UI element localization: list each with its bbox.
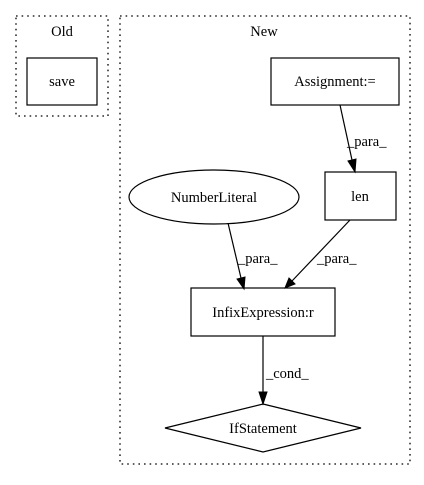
node-if-statement[interactable]: IfStatement	[164, 403, 362, 453]
node-number-literal-label: NumberLiteral	[171, 190, 257, 206]
edge-number-literal-to-infix-arrowhead	[236, 276, 246, 291]
edge-assignment-to-len-line	[339, 104, 353, 161]
node-number-literal[interactable]: NumberLiteral	[128, 169, 300, 225]
node-infix-expression-box	[190, 287, 336, 337]
node-if-statement-shape	[164, 403, 362, 453]
node-if-statement-label: IfStatement	[229, 421, 297, 437]
edge-len-to-infix-line	[291, 219, 351, 282]
node-save-box	[26, 57, 98, 106]
cluster-old: Old	[15, 15, 109, 117]
node-save[interactable]: save	[26, 57, 98, 106]
node-infix-expression[interactable]: InfixExpression:r	[190, 287, 336, 337]
edge-number-literal-to-infix-line	[227, 222, 242, 279]
edge-number-literal-to-infix: _para_	[227, 222, 278, 291]
node-assignment[interactable]: Assignment:=	[270, 57, 400, 106]
edge-assignment-to-len-label: _para_	[346, 134, 387, 150]
edge-len-to-infix-arrowhead	[284, 277, 296, 289]
node-infix-expression-label: InfixExpression:r	[212, 305, 314, 321]
edge-infix-to-if-label: _cond_	[265, 366, 309, 382]
node-assignment-box	[270, 57, 400, 106]
node-number-literal-shape	[128, 169, 300, 225]
edge-infix-to-if-arrowhead	[258, 391, 268, 406]
cluster-new: New	[119, 15, 411, 465]
node-assignment-label: Assignment:=	[294, 74, 376, 90]
edge-len-to-infix-label: _para_	[316, 251, 357, 267]
cluster-old-border	[15, 15, 109, 117]
edge-assignment-to-len-arrowhead	[347, 158, 357, 174]
node-len-box	[324, 171, 397, 221]
node-len-label: len	[351, 189, 369, 205]
node-len[interactable]: len	[324, 171, 397, 221]
edge-len-to-infix: _para_	[284, 219, 357, 289]
edge-infix-to-if: _cond_	[258, 336, 309, 406]
node-save-label: save	[49, 74, 75, 90]
edge-number-literal-to-infix-label: _para_	[237, 251, 278, 267]
cluster-new-label: New	[250, 24, 278, 40]
edge-assignment-to-len: _para_	[339, 104, 387, 174]
cluster-old-label: Old	[51, 24, 74, 40]
